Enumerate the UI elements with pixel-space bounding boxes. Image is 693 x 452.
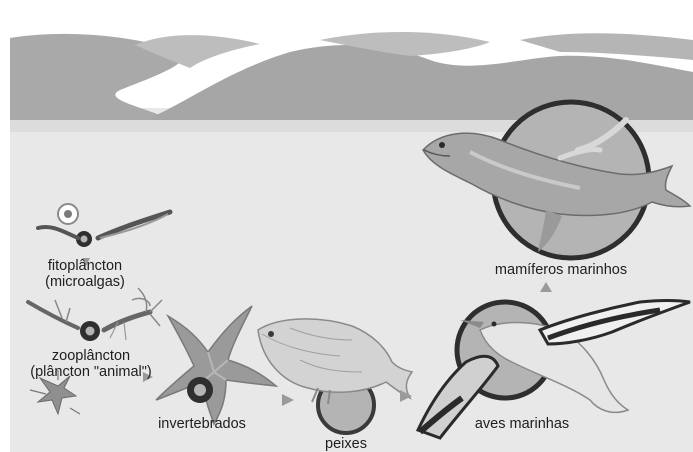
label-marine-mammals: mamíferos marinhos xyxy=(486,262,636,278)
label-seabirds: aves marinhas xyxy=(466,416,578,432)
label-phytoplankton: fitoplâncton (microalgas) xyxy=(30,258,140,290)
zooplankton-title: zooplâncton xyxy=(16,348,166,364)
zooplankton-subtitle: (plâncton "animal") xyxy=(16,364,166,380)
phytoplankton-title: fitoplâncton xyxy=(30,258,140,274)
label-zooplankton: zooplâncton (plâncton "animal") xyxy=(16,348,166,380)
label-invertebrates: invertebrados xyxy=(150,416,254,432)
label-fish: peixes xyxy=(316,436,376,452)
phytoplankton-subtitle: (microalgas) xyxy=(30,274,140,290)
